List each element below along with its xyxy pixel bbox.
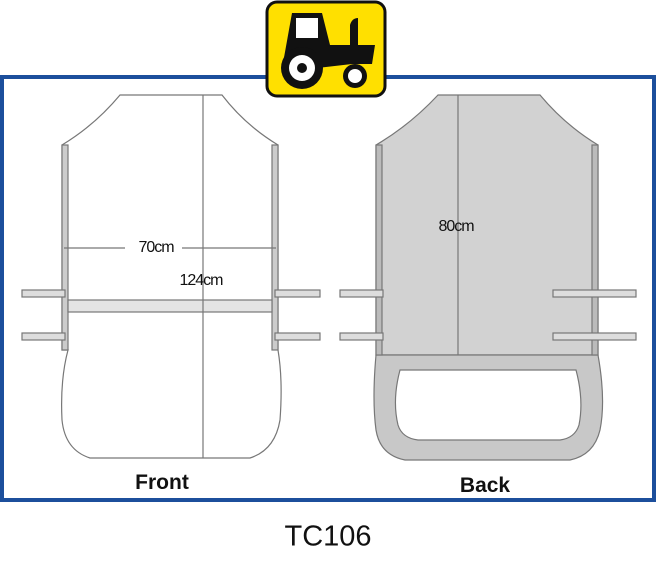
front-view [21,94,321,459]
product-code: TC106 [284,520,372,553]
tractor-icon [265,0,387,98]
front-height-label: 124cm [179,272,223,289]
back-view [339,94,637,461]
front-caption: Front [135,471,189,494]
back-caption: Back [459,474,511,497]
front-width-label: 70cm [138,239,174,256]
back-height-label: 80cm [438,218,474,235]
